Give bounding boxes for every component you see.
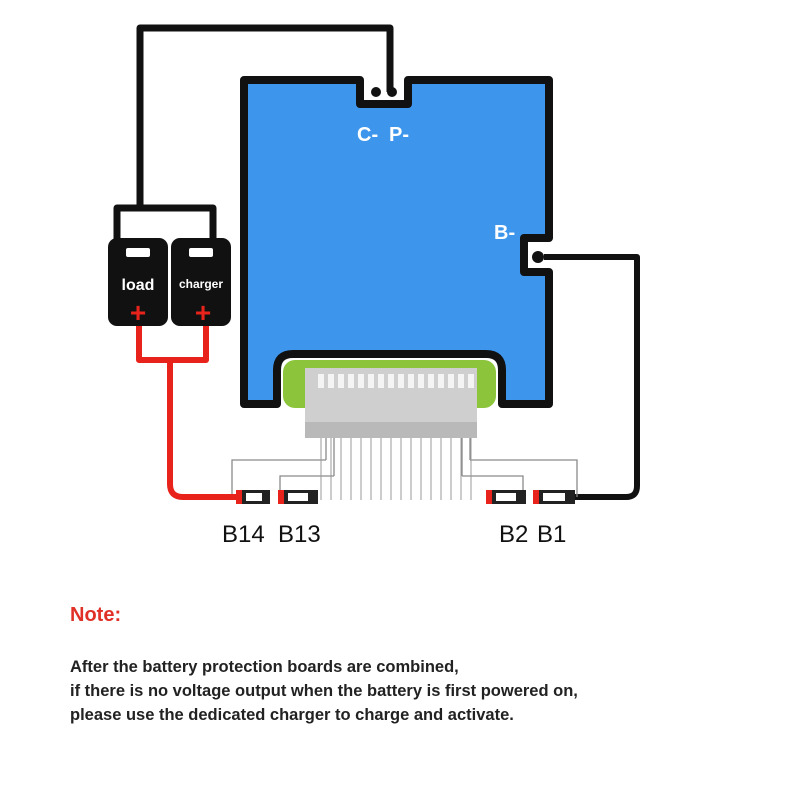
header-pin-slot xyxy=(408,374,414,388)
header-pin-slot xyxy=(468,374,474,388)
header-pin-slot xyxy=(348,374,354,388)
load-terminal-slot xyxy=(126,248,150,257)
note-title: Note: xyxy=(70,604,122,626)
battery-cell-b13 xyxy=(278,490,318,504)
header-pin-slot xyxy=(378,374,384,388)
header-pin-slot xyxy=(328,374,334,388)
wire-b-minus-to-b1 xyxy=(544,254,640,500)
balance-header-base xyxy=(305,422,477,438)
header-pin-slot xyxy=(388,374,394,388)
balance-lead-wire xyxy=(231,459,326,497)
charger-plus-icon: + xyxy=(195,297,211,328)
note-body: After the battery protection boards are … xyxy=(70,655,578,727)
header-pin-slot xyxy=(428,374,434,388)
battery-cell-b1 xyxy=(533,490,575,504)
bms-wiring-diagram: C- P- B- load + charger + xyxy=(108,24,640,548)
note-line: if there is no voltage output when the b… xyxy=(70,682,578,700)
wire-c-p-to-terminals xyxy=(113,24,394,240)
battery-cell-b14 xyxy=(236,490,270,504)
charger-label: charger xyxy=(179,277,223,291)
wire-positive-to-b14 xyxy=(136,318,236,500)
header-pin-slot xyxy=(438,374,444,388)
note-line: After the battery protection boards are … xyxy=(70,658,459,676)
c-minus-port-dot xyxy=(371,87,381,97)
b-minus-port-dot xyxy=(532,251,544,263)
balance-leads xyxy=(231,438,578,500)
note-line: please use the dedicated charger to char… xyxy=(70,706,514,724)
header-pin-slot xyxy=(318,374,324,388)
battery-label-b2: B2 xyxy=(499,521,528,548)
c-minus-label: C- xyxy=(357,124,378,146)
header-pins xyxy=(318,374,474,388)
battery-cell-b2 xyxy=(486,490,526,504)
p-minus-label: P- xyxy=(389,124,409,146)
header-pin-slot xyxy=(398,374,404,388)
header-pin-slot xyxy=(358,374,364,388)
load-terminal xyxy=(108,238,168,326)
header-pin-slot xyxy=(338,374,344,388)
balance-lead-wire xyxy=(470,459,578,497)
bms-board xyxy=(240,76,553,408)
battery-label-b13: B13 xyxy=(278,521,321,548)
header-pin-slot xyxy=(458,374,464,388)
battery-label-b1: B1 xyxy=(537,521,566,548)
battery-label-b14: B14 xyxy=(222,521,265,548)
b-minus-label: B- xyxy=(494,222,515,244)
charger-terminal xyxy=(171,238,231,326)
header-pin-slot xyxy=(418,374,424,388)
p-minus-port-dot xyxy=(387,87,397,97)
charger-terminal-slot xyxy=(189,248,213,257)
header-pin-slot xyxy=(368,374,374,388)
load-plus-icon: + xyxy=(130,297,146,328)
load-label: load xyxy=(122,277,155,294)
header-pin-slot xyxy=(448,374,454,388)
